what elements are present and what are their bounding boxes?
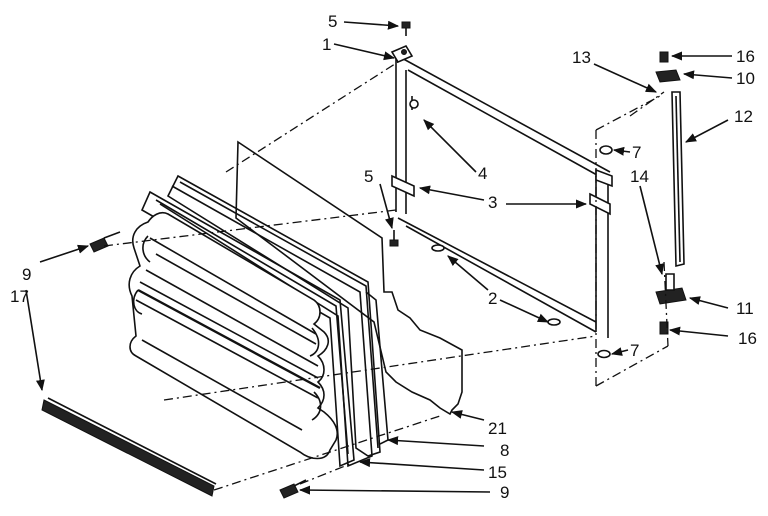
screw-upper bbox=[89, 231, 121, 253]
callout-13: 13 bbox=[572, 48, 591, 67]
callout-9-lower: 9 bbox=[500, 483, 509, 502]
callout-11: 11 bbox=[736, 299, 754, 318]
callout-15: 15 bbox=[488, 463, 507, 482]
callout-labels: 5 1 4 5 3 2 13 16 10 12 7 14 11 16 7 9 1… bbox=[10, 12, 757, 502]
callout-1: 1 bbox=[322, 35, 331, 54]
callout-2: 2 bbox=[488, 289, 497, 308]
callout-16-bottom: 16 bbox=[738, 329, 757, 348]
screw-side-5 bbox=[389, 230, 399, 247]
callout-17: 17 bbox=[10, 287, 29, 306]
hinge-top-10 bbox=[655, 51, 681, 83]
insulation-panel bbox=[235, 140, 463, 416]
door-trim-strip bbox=[41, 397, 217, 497]
hinge-bottom-11 bbox=[655, 273, 687, 335]
leader-lines bbox=[25, 20, 733, 495]
callout-12: 12 bbox=[734, 107, 753, 126]
screw-lower bbox=[279, 479, 307, 499]
callout-9-upper: 9 bbox=[22, 265, 31, 284]
phantom-lines bbox=[103, 61, 669, 491]
callout-5-top: 5 bbox=[328, 12, 337, 31]
callout-3: 3 bbox=[488, 193, 497, 212]
callout-16-top: 16 bbox=[736, 47, 755, 66]
callout-14: 14 bbox=[630, 167, 649, 186]
callout-7-top: 7 bbox=[632, 143, 641, 162]
callout-8: 8 bbox=[500, 441, 509, 460]
callout-7-bottom: 7 bbox=[630, 341, 639, 360]
hinge-pin-12 bbox=[671, 91, 685, 268]
callout-10: 10 bbox=[736, 69, 755, 88]
callout-4: 4 bbox=[478, 164, 487, 183]
door-shell bbox=[128, 211, 339, 460]
callout-5-side: 5 bbox=[364, 167, 373, 186]
door-frame-assembly bbox=[390, 44, 613, 359]
screw-top-5 bbox=[401, 21, 411, 36]
callout-21: 21 bbox=[488, 419, 507, 438]
